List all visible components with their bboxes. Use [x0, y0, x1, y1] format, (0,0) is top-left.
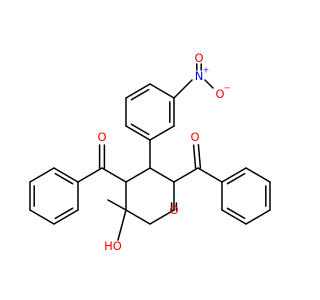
phenyl1-bond-3 — [29, 209, 55, 225]
bond-carbonyl-phenyl2 — [197, 167, 223, 183]
molecule-diagram: N + O O − O O O HO — [29, 51, 271, 253]
atom-n1: N — [195, 69, 204, 83]
bond-layer — [29, 63, 271, 241]
bond-carbonyl-o4-b — [192, 144, 197, 169]
nitrophenyl-bond-0 — [125, 125, 151, 141]
bond-nitro-o2 — [204, 79, 214, 89]
atom-o3: O — [97, 130, 106, 144]
bond-c5-methyl — [107, 199, 127, 211]
bond-carbonyl-phenyl1 — [77, 167, 103, 183]
bond-c5-hydroxyl — [117, 209, 127, 241]
atom-o4: O — [190, 130, 199, 144]
phenyl2-bond-4 — [221, 209, 247, 225]
ring-bond-c1-c2 — [149, 167, 175, 183]
nitrophenyl-bond-2 — [125, 83, 151, 99]
atom-o2-charge: − — [224, 84, 231, 93]
atom-label-layer: N + O O − O O O HO — [97, 51, 230, 253]
structure-canvas: N + O O − O O O HO — [29, 51, 271, 253]
phenyl1-bond-0 — [53, 167, 79, 183]
phenyl2-inner-4 — [226, 207, 246, 220]
atom-o2: O — [215, 87, 224, 101]
bond-aryl-nitro — [173, 79, 193, 99]
phenyl2-inner-0 — [226, 172, 246, 185]
phenyl1-inner-4 — [54, 207, 74, 220]
nitrophenyl-bond-3 — [149, 83, 175, 99]
phenyl1-bond-4 — [53, 209, 79, 225]
bond-carbonyl-o4-a — [197, 144, 202, 169]
ring-bond-c6-c1 — [125, 167, 151, 183]
phenyl1-inner-0 — [54, 172, 74, 185]
nitrophenyl-inner-0 — [130, 123, 150, 136]
atom-hydroxyl: HO — [104, 239, 122, 253]
ring-bond-c4-c5 — [125, 209, 151, 225]
bond-c6-carbonyl — [101, 167, 127, 183]
phenyl2-bond-3 — [245, 209, 271, 225]
nitrophenyl-bond-5 — [149, 125, 175, 141]
atom-o1: O — [194, 51, 203, 65]
ring-bond-c3-c4 — [149, 209, 175, 225]
phenyl1-bond-1 — [29, 167, 55, 183]
phenyl2-bond-0 — [221, 167, 247, 183]
nitrophenyl-inner-2 — [130, 88, 150, 101]
phenyl2-bond-1 — [245, 167, 271, 183]
atom-o5: O — [169, 203, 178, 217]
bond-c2-carbonyl — [173, 167, 199, 183]
atom-n1-charge: + — [203, 66, 210, 75]
